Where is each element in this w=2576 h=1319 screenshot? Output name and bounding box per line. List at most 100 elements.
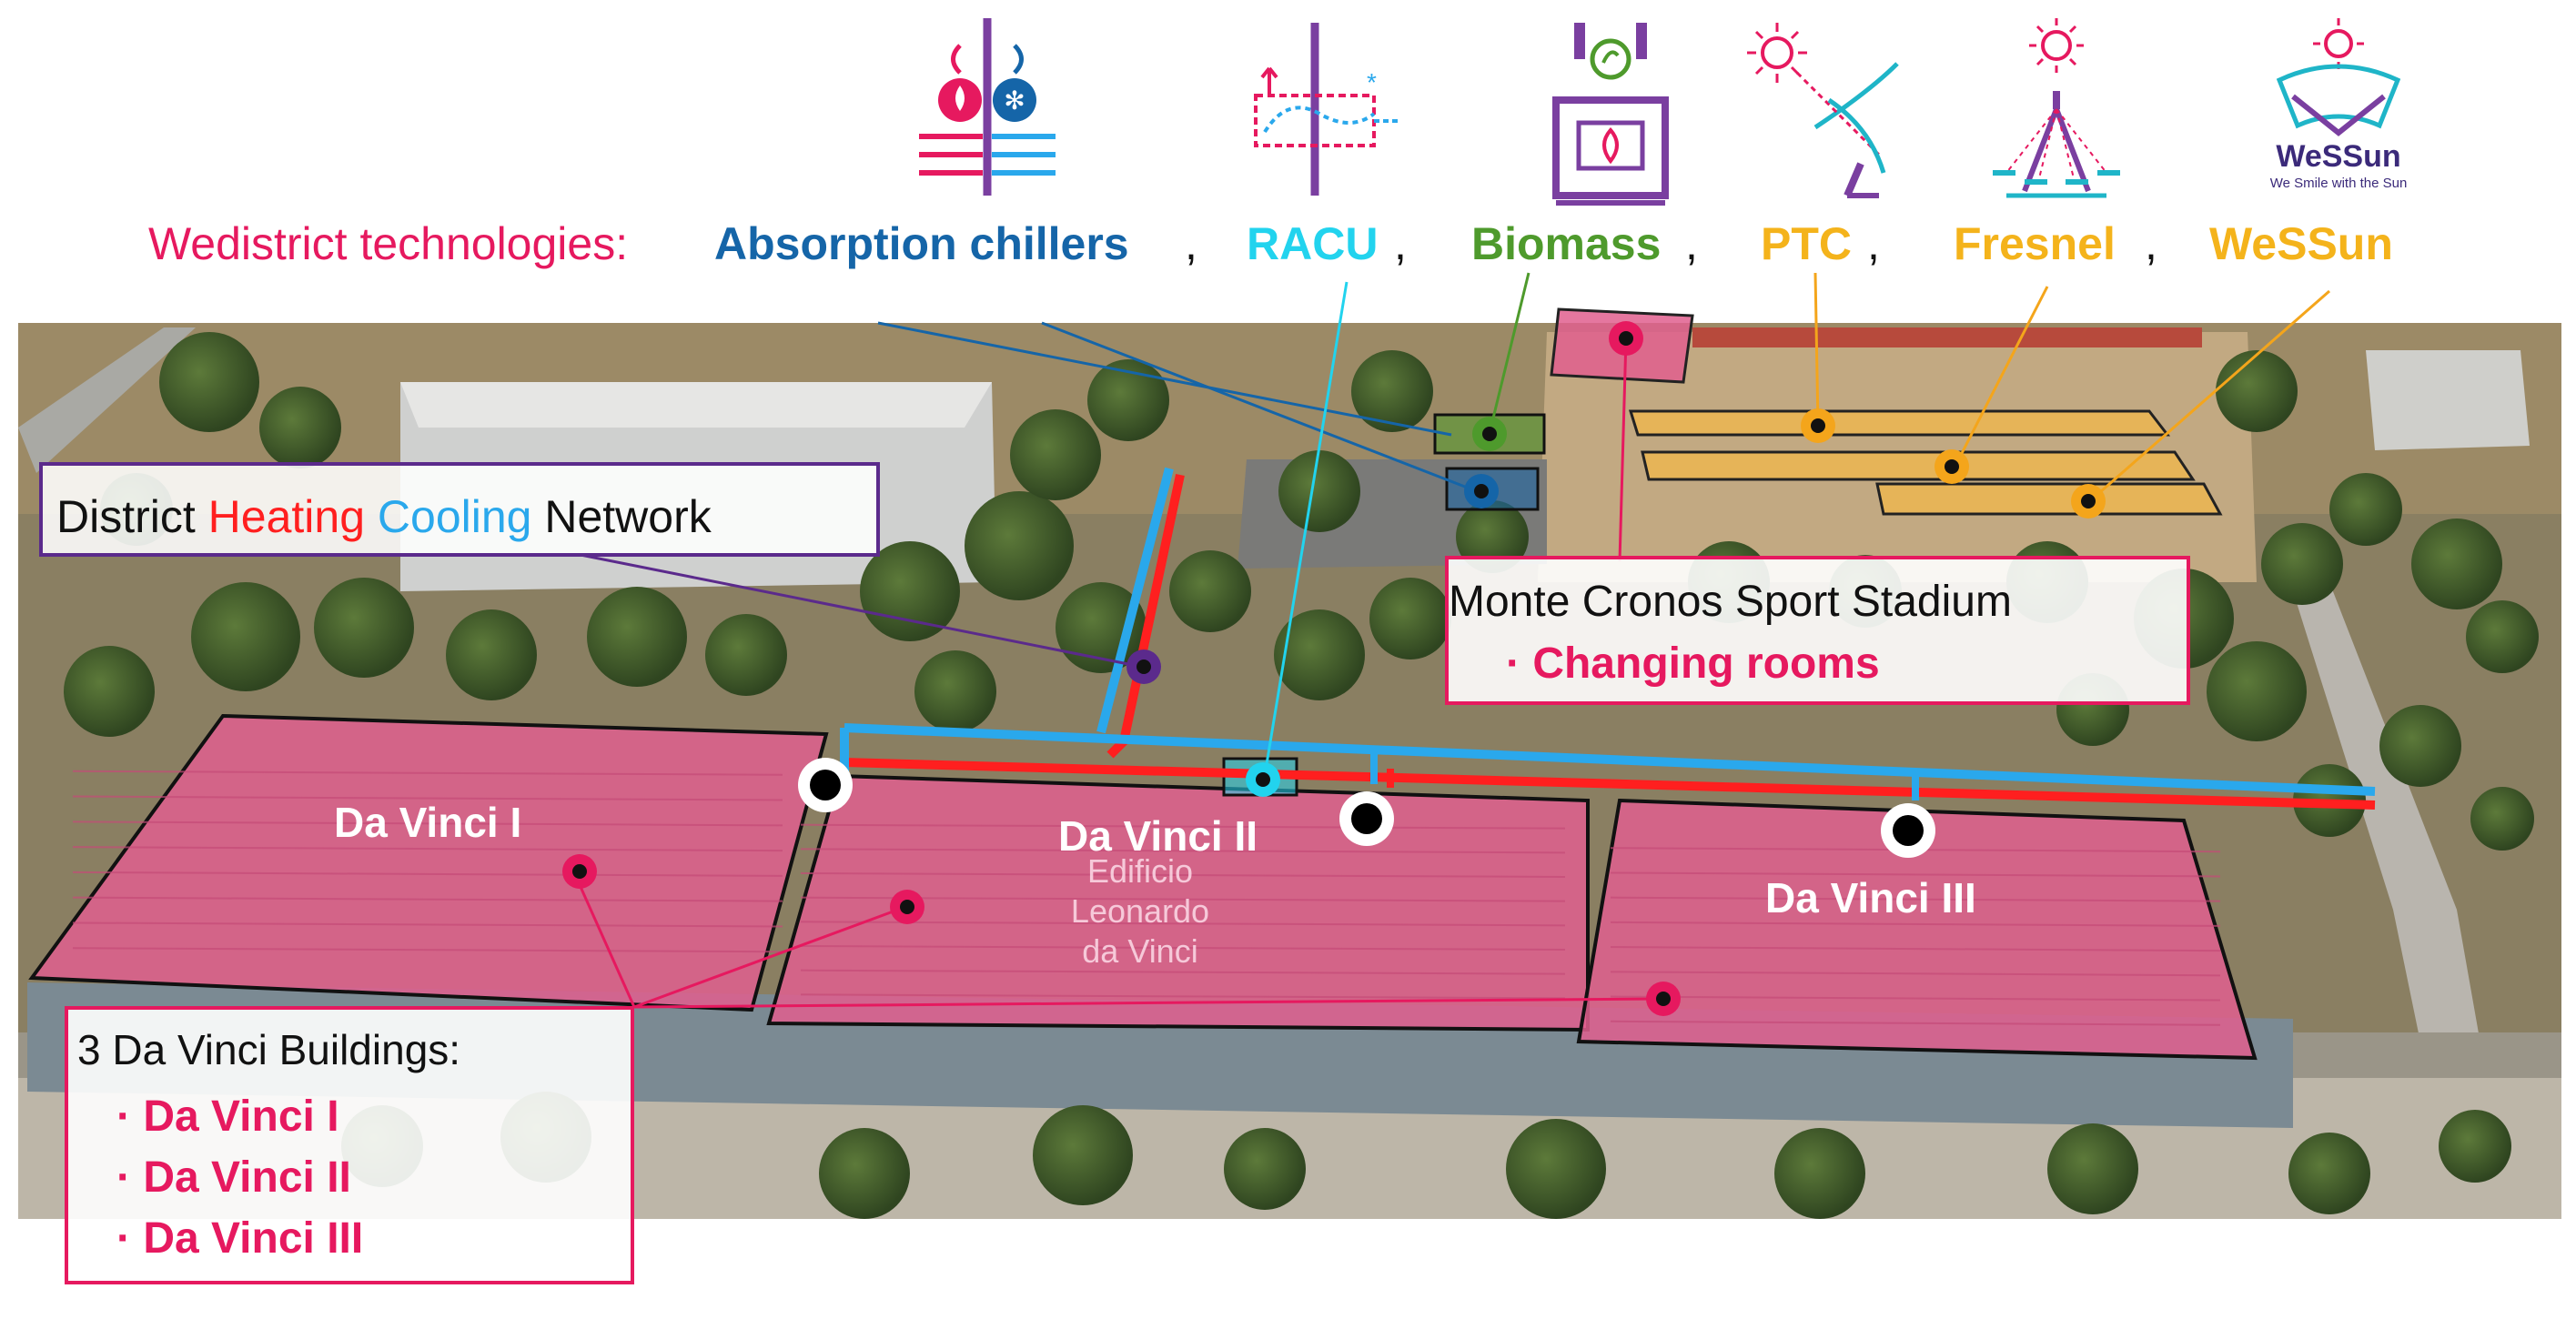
tree	[2470, 787, 2534, 851]
building-labels: Da Vinci I Da Vinci II Da Vinci III	[334, 799, 1976, 921]
tree	[1010, 409, 1101, 500]
biomass-leader	[1488, 272, 1530, 434]
biomass-boiler-icon	[1552, 23, 1669, 206]
roof-panel-line	[72, 770, 783, 776]
tree	[1278, 450, 1360, 532]
separator: ,	[2145, 218, 2157, 269]
label-da-vinci-3: Da Vinci III	[1765, 874, 1976, 921]
roof-panel-line	[800, 993, 1566, 1000]
roof-panel-line	[72, 871, 783, 877]
ptc-field	[1628, 409, 2171, 437]
roof-panel-line	[1610, 921, 2221, 927]
stadium-title: Monte Cronos Sport Stadium	[1449, 578, 2012, 626]
stadium-label-box: Monte Cronos Sport Stadium · Changing ro…	[1445, 556, 2190, 705]
tree	[64, 646, 155, 737]
tree	[2288, 1133, 2370, 1214]
tree	[1087, 359, 1169, 441]
absorption-chiller-icon: ✻	[919, 18, 1056, 196]
network-label-district: District	[56, 491, 208, 542]
buildings-list-item: · Da Vinci III	[116, 1214, 363, 1263]
roof-panel-line	[800, 945, 1566, 951]
tech-biomass: Biomass	[1471, 218, 1661, 269]
label-da-vinci-2: Da Vinci II	[1058, 812, 1258, 860]
wessun-logo: WeSSun We Smile with the Sun	[2270, 18, 2407, 191]
racu-leader	[1263, 281, 1349, 776]
tree	[1774, 1128, 1865, 1219]
tree	[2379, 705, 2461, 787]
tree	[1224, 1128, 1306, 1210]
markers	[562, 321, 2106, 1016]
network-label-network: Network	[531, 491, 712, 542]
roof-panel-line	[1610, 1020, 2221, 1026]
roof-panel-line	[800, 969, 1566, 975]
ptc-solar-icon	[1747, 23, 1899, 198]
tree	[1274, 609, 1365, 700]
buildings-list-item: · Da Vinci II	[116, 1153, 351, 1202]
tree	[819, 1128, 910, 1219]
tree	[2216, 350, 2298, 432]
tree	[1351, 350, 1433, 432]
roof-panel-line	[800, 823, 1566, 830]
absorption-chillers-leader	[877, 321, 1452, 437]
roof-panel-line	[1610, 871, 2221, 878]
heating-pipe-main	[844, 758, 2376, 810]
watermark-line: Leonardo	[1071, 892, 1209, 930]
roof-panel-line	[1610, 896, 2221, 902]
tree	[587, 587, 687, 687]
technologies-header: Wedistrict technologies: Absorption chil…	[148, 218, 2393, 269]
road	[18, 327, 196, 473]
network-leader	[580, 553, 1143, 669]
network-label-cooling: Cooling	[378, 491, 532, 542]
tree	[2207, 641, 2307, 741]
roof-panel-line	[1610, 971, 2221, 977]
roof-da-vinci-1	[28, 713, 829, 1012]
tree	[159, 332, 259, 432]
tech-fresnel: Fresnel	[1954, 218, 2116, 269]
roof-panel-line	[800, 872, 1566, 878]
watermark-line: da Vinci	[1082, 932, 1197, 970]
tech-racu: RACU	[1247, 218, 1378, 269]
stadium-leader	[1618, 337, 1628, 562]
buildings-list-box: 3 Da Vinci Buildings: · Da Vinci I · Da …	[65, 1006, 634, 1284]
tech-absorption-chillers: Absorption chillers	[714, 218, 1129, 269]
tree	[705, 614, 787, 696]
tree	[2439, 1110, 2511, 1183]
wessun-field	[1875, 482, 2223, 516]
tree	[1456, 500, 1529, 573]
roof-panel-line	[72, 947, 783, 953]
separator: ,	[1685, 218, 1698, 269]
fresnel-solar-icon	[1993, 18, 2120, 198]
tree	[1369, 578, 1451, 660]
tree	[1169, 550, 1251, 632]
fresnel-leader	[1955, 286, 2049, 465]
tree	[914, 650, 996, 732]
tree	[2411, 519, 2502, 609]
cooling-pipe-vertical	[1096, 467, 1174, 734]
roof-panel-line	[1610, 995, 2221, 1002]
running-track	[1692, 327, 2202, 347]
fresnel-field	[1641, 450, 2196, 481]
tech-wessun: WeSSun	[2209, 218, 2393, 269]
tree	[314, 578, 414, 678]
watermark-line: Edificio	[1087, 852, 1193, 890]
separator: ,	[1394, 218, 1407, 269]
roof-panel-line	[800, 921, 1566, 927]
svg-text:*: *	[1367, 68, 1377, 96]
separator: ,	[1185, 218, 1197, 269]
tree	[2047, 1123, 2138, 1214]
tree	[191, 582, 300, 691]
svg-text:✻: ✻	[1004, 86, 1025, 115]
roof-panel-line	[72, 921, 783, 928]
tree	[2466, 600, 2539, 673]
network-label-box: District Heating Cooling Network	[39, 462, 880, 557]
roof-panel-line	[72, 821, 783, 827]
roof-panel-line	[800, 896, 1566, 902]
roof-panel-line	[72, 846, 783, 852]
roof-da-vinci-3	[1576, 798, 2258, 1061]
ptc-leader	[1813, 272, 1820, 427]
tree	[2329, 473, 2402, 546]
label-da-vinci-1: Da Vinci I	[334, 799, 521, 846]
buildings-leader	[571, 870, 636, 1008]
roof-panel-line	[1610, 946, 2221, 952]
